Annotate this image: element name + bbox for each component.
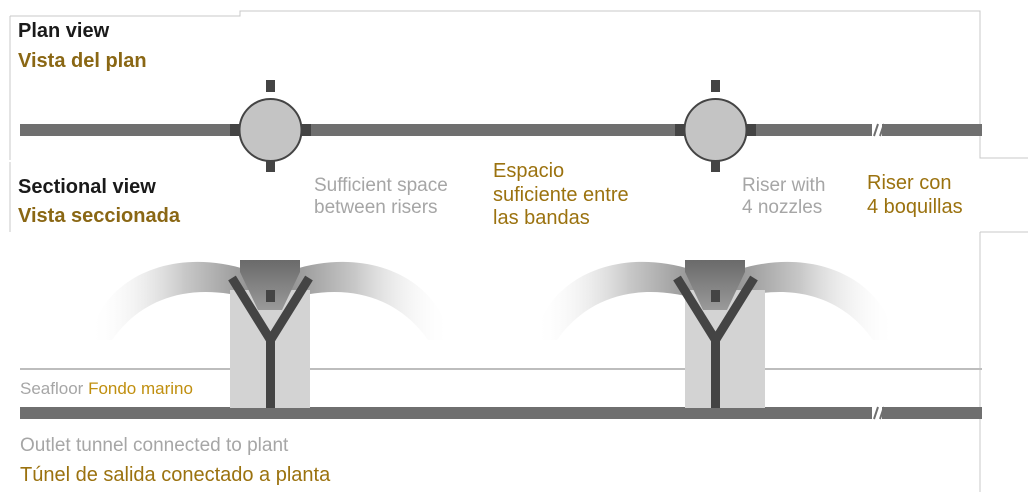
plan-riser-2 xyxy=(675,80,756,172)
spacing-label-en-line1: Sufficient space xyxy=(314,175,448,196)
seafloor-label-es: Fondo marino xyxy=(88,379,193,398)
tunnel-pipe xyxy=(20,406,982,420)
seafloor-label-en: Seafloor xyxy=(20,379,84,398)
section-riser-2 xyxy=(535,260,895,408)
plan-panel-border xyxy=(9,10,1028,160)
sectional-view-title-es: Vista seccionada xyxy=(18,205,180,227)
seafloor-label: Seafloor Fondo marino xyxy=(20,379,193,399)
riser-label-en-line2: 4 nozzles xyxy=(742,197,823,219)
riser-label-en: Riser with 4 nozzles xyxy=(742,175,825,220)
riser-label-es: Riser con 4 boquillas xyxy=(867,172,963,219)
spacing-label-es-line1: Espacio xyxy=(493,160,565,182)
plan-view-title-es: Vista del plan xyxy=(18,50,147,72)
spacing-label-es-line2: suficiente entre xyxy=(493,183,629,206)
plan-pipe xyxy=(20,123,982,137)
plan-view-title-en: Plan view xyxy=(18,20,110,42)
spacing-label-es-line3: las bandas xyxy=(493,207,590,230)
spacing-label-en: Sufficient space between risers xyxy=(314,175,448,220)
tunnel-label-es: Túnel de salida conectado a planta xyxy=(20,464,331,486)
riser-label-es-line1: Riser con xyxy=(867,172,952,194)
tunnel-label-en: Outlet tunnel connected to plant xyxy=(20,435,289,456)
riser-label-en-line1: Riser with xyxy=(742,175,826,196)
riser-label-es-line2: 4 boquillas xyxy=(867,195,963,218)
spacing-label-en-line2: between risers xyxy=(314,197,438,219)
plan-riser-1 xyxy=(230,80,311,172)
section-panel-border xyxy=(9,162,1028,492)
section-riser-1 xyxy=(90,260,450,408)
spacing-label-es: Espacio suficiente entre las bandas xyxy=(493,160,629,231)
sectional-view-title-en: Sectional view xyxy=(18,176,156,198)
